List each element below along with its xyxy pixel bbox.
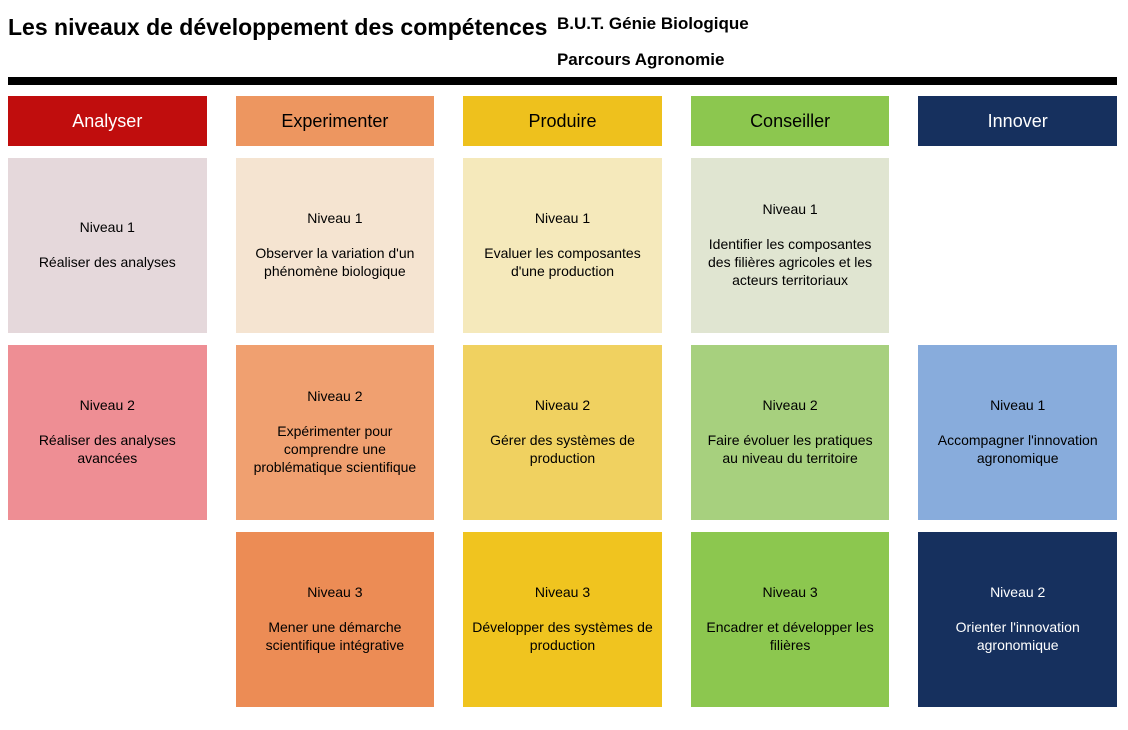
cell-experimenter-niveau-1: Niveau 1 Observer la variation d'un phén…: [235, 158, 435, 333]
cell-innover-niveau-1: Niveau 1 Accompagner l'innovation agrono…: [918, 345, 1117, 520]
cell-conseiller-niveau-2: Niveau 2 Faire évoluer les pratiques au …: [690, 345, 890, 520]
cell-description: Faire évoluer les pratiques au niveau du…: [707, 432, 873, 466]
cell-innover-niveau-2: Niveau 2 Orienter l'innovation agronomiq…: [918, 532, 1117, 707]
competence-grid: Analyser Experimenter Produire Conseille…: [8, 96, 1117, 707]
cell-description: Expérimenter pour comprendre une problém…: [253, 423, 417, 475]
cell-level: Niveau 1: [79, 219, 135, 236]
cell-level: Niveau 1: [990, 397, 1046, 414]
program-track: Parcours Agronomie: [556, 50, 725, 70]
cell-description: Orienter l'innovation agronomique: [955, 619, 1080, 653]
cell-experimenter-niveau-2: Niveau 2 Expérimenter pour comprendre un…: [235, 345, 435, 520]
cell-description: Observer la variation d'un phénomène bio…: [255, 245, 415, 279]
divider-bar: [8, 77, 1117, 85]
cell-description: Réaliser des analyses avancées: [38, 432, 176, 466]
cell-level: Niveau 2: [307, 388, 363, 405]
cell-description: Réaliser des analyses: [38, 254, 176, 270]
cell-level: Niveau 2: [534, 397, 591, 414]
page-header: Les niveaux de développement des compéte…: [8, 0, 1117, 77]
cell-produire-niveau-1: Niveau 1 Evaluer les composantes d'une p…: [463, 158, 662, 333]
cell-description: Evaluer les composantes d'une production: [484, 245, 641, 279]
cell-description: Mener une démarche scientifique intégrat…: [265, 619, 405, 653]
cell-experimenter-niveau-3: Niveau 3 Mener une démarche scientifique…: [235, 532, 435, 707]
column-header-innover: Innover: [918, 96, 1117, 146]
cell-level: Niveau 1: [762, 201, 818, 218]
cell-level: Niveau 3: [534, 584, 591, 601]
cell-analyser-niveau-2: Niveau 2 Réaliser des analyses avancées: [8, 345, 207, 520]
column-header-conseiller: Conseiller: [690, 96, 890, 146]
cell-conseiller-niveau-1: Niveau 1 Identifier les composantes des …: [690, 158, 890, 333]
column-header-produire: Produire: [463, 96, 662, 146]
column-header-analyser: Analyser: [8, 96, 207, 146]
cell-level: Niveau 1: [534, 210, 591, 227]
cell-level: Niveau 2: [762, 397, 818, 414]
cell-analyser-niveau-1: Niveau 1 Réaliser des analyses: [8, 158, 207, 333]
cell-description: Identifier les composantes des filières …: [708, 236, 873, 288]
program-name: B.U.T. Génie Biologique: [556, 14, 749, 33]
cell-produire-niveau-3: Niveau 3 Développer des systèmes de prod…: [463, 532, 662, 707]
cell-level: Niveau 1: [307, 210, 363, 227]
cell-conseiller-niveau-3: Niveau 3 Encadrer et développer les fili…: [690, 532, 890, 707]
cell-description: Gérer des systèmes de production: [490, 432, 635, 466]
column-header-experimenter: Experimenter: [235, 96, 435, 146]
cell-produire-niveau-2: Niveau 2 Gérer des systèmes de productio…: [463, 345, 662, 520]
cell-description: Accompagner l'innovation agronomique: [937, 432, 1098, 466]
cell-level: Niveau 2: [79, 397, 135, 414]
cell-description: Développer des systèmes de production: [472, 619, 653, 653]
cell-level: Niveau 3: [307, 584, 363, 601]
cell-description: Encadrer et développer les filières: [706, 619, 874, 653]
cell-level: Niveau 3: [762, 584, 818, 601]
program-block: B.U.T. Génie Biologique Parcours Agronom…: [557, 12, 1117, 71]
cell-level: Niveau 2: [990, 584, 1046, 601]
page-title: Les niveaux de développement des compéte…: [8, 14, 548, 40]
